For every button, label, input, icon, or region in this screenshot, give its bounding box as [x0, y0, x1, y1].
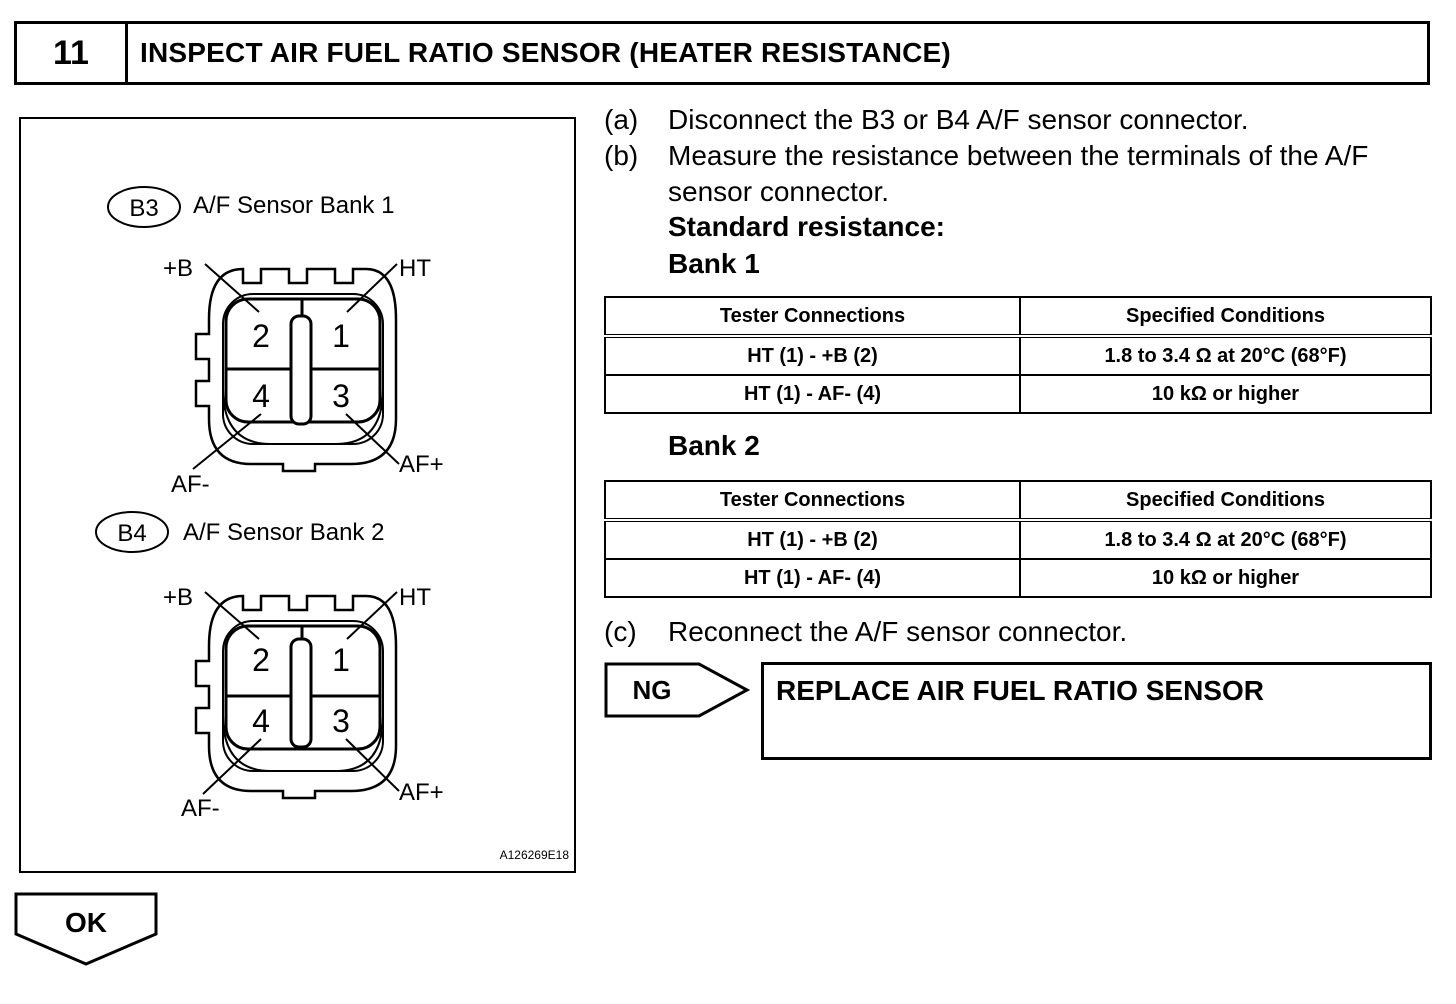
table-cell: HT (1) - +B (2)	[604, 335, 1021, 376]
bank1-connector-housing	[194, 267, 398, 473]
bank1-connector-id: B3	[129, 195, 158, 222]
connector-figure: B3 A/F Sensor Bank 1 2 1 4 3 +B HT AF- A…	[19, 117, 576, 873]
step-header: 11 INSPECT AIR FUEL RATIO SENSOR (HEATER…	[14, 21, 1430, 85]
bank2-center-key	[289, 637, 313, 749]
bank2-terminal-plus-b: +B	[163, 584, 193, 611]
bank2-spec-table: Tester Connections Specified Conditions …	[604, 480, 1432, 598]
step-b-text-line1: Measure the resistance between the termi…	[668, 140, 1369, 171]
table-cell: 10 kΩ or higher	[1019, 374, 1432, 414]
bank2-pin-3: 3	[332, 703, 350, 739]
bank1-pin-3: 3	[332, 378, 350, 414]
bank1-connector-group: B3 A/F Sensor Bank 1 2 1 4 3 +B HT AF- A…	[107, 186, 444, 498]
bank1-spec-table: Tester Connections Specified Conditions …	[604, 296, 1432, 414]
step-c-label: (c)	[604, 616, 637, 647]
bank1-pin-1: 1	[332, 318, 350, 354]
step-number: 11	[17, 24, 128, 82]
bank2-heading: Bank 2	[668, 430, 760, 461]
bank1-terminal-af-plus: AF+	[399, 451, 444, 478]
bank2-connector-housing	[194, 594, 398, 800]
bank1-terminal-af-minus: AF-	[171, 471, 210, 498]
ng-label: NG	[633, 675, 672, 705]
standard-resistance-heading: Standard resistance:	[668, 211, 945, 242]
bank2-terminal-ht: HT	[399, 584, 431, 611]
table-header-row: Tester Connections Specified Conditions	[604, 296, 1432, 338]
bank1-heading: Bank 1	[668, 248, 760, 279]
table-cell: HT (1) - AF- (4)	[604, 374, 1021, 414]
bank2-label: A/F Sensor Bank 2	[183, 519, 384, 546]
step-a-text: Disconnect the B3 or B4 A/F sensor conne…	[668, 104, 1249, 135]
ok-arrow: OK	[14, 892, 158, 966]
bank2-terminal-af-plus: AF+	[399, 779, 444, 806]
table-header-cell: Tester Connections	[604, 480, 1021, 522]
table-cell: HT (1) - +B (2)	[604, 519, 1021, 560]
ng-arrow: NG	[604, 662, 751, 718]
bank1-connector-id-badge	[107, 186, 181, 228]
table-cell: 10 kΩ or higher	[1019, 558, 1432, 598]
step-c-text: Reconnect the A/F sensor connector.	[668, 616, 1128, 647]
step-title: INSPECT AIR FUEL RATIO SENSOR (HEATER RE…	[140, 37, 951, 68]
connector-diagram: B3 A/F Sensor Bank 1 2 1 4 3 +B HT AF- A…	[95, 186, 570, 862]
bank1-terminal-plus-b: +B	[163, 255, 193, 282]
bank1-terminal-ht: HT	[399, 255, 431, 282]
table-row: HT (1) - +B (2) 1.8 to 3.4 Ω at 20°C (68…	[604, 519, 1432, 560]
ng-arrow-shape	[604, 662, 751, 718]
step-b-text-line2: sensor connector.	[668, 176, 890, 207]
table-cell: 1.8 to 3.4 Ω at 20°C (68°F)	[1019, 335, 1432, 376]
bank2-connector-id-badge	[95, 511, 169, 553]
bank2-connector-group: B4 A/F Sensor Bank 2 2 1 4 3 +B HT AF- A…	[95, 511, 444, 822]
ng-action-text: REPLACE AIR FUEL RATIO SENSOR	[776, 675, 1264, 706]
table-row: HT (1) - AF- (4) 10 kΩ or higher	[604, 374, 1432, 414]
step-b-label: (b)	[604, 140, 639, 171]
table-cell: HT (1) - AF- (4)	[604, 558, 1021, 598]
table-row: HT (1) - +B (2) 1.8 to 3.4 Ω at 20°C (68…	[604, 335, 1432, 376]
step-a-label: (a)	[604, 104, 639, 135]
bank1-pin-4: 4	[252, 378, 270, 414]
table-cell: 1.8 to 3.4 Ω at 20°C (68°F)	[1019, 519, 1432, 560]
bank2-pin-4: 4	[252, 703, 270, 739]
ng-result-box: REPLACE AIR FUEL RATIO SENSOR	[761, 662, 1432, 760]
figure-code: A126269E18	[500, 848, 570, 862]
table-row: HT (1) - AF- (4) 10 kΩ or higher	[604, 558, 1432, 598]
bank2-connector-id: B4	[117, 520, 146, 547]
bank1-pin-2: 2	[252, 318, 270, 354]
table-header-cell: Specified Conditions	[1019, 296, 1432, 338]
bank1-center-key	[289, 314, 313, 426]
bank2-pin-1: 1	[332, 642, 350, 678]
table-header-row: Tester Connections Specified Conditions	[604, 480, 1432, 522]
bank1-label: A/F Sensor Bank 1	[193, 192, 394, 219]
bank2-pin-2: 2	[252, 642, 270, 678]
ok-arrow-shape	[14, 892, 158, 966]
table-header-cell: Tester Connections	[604, 296, 1021, 338]
table-header-cell: Specified Conditions	[1019, 480, 1432, 522]
ok-label: OK	[65, 907, 107, 938]
bank2-terminal-af-minus: AF-	[181, 795, 220, 822]
